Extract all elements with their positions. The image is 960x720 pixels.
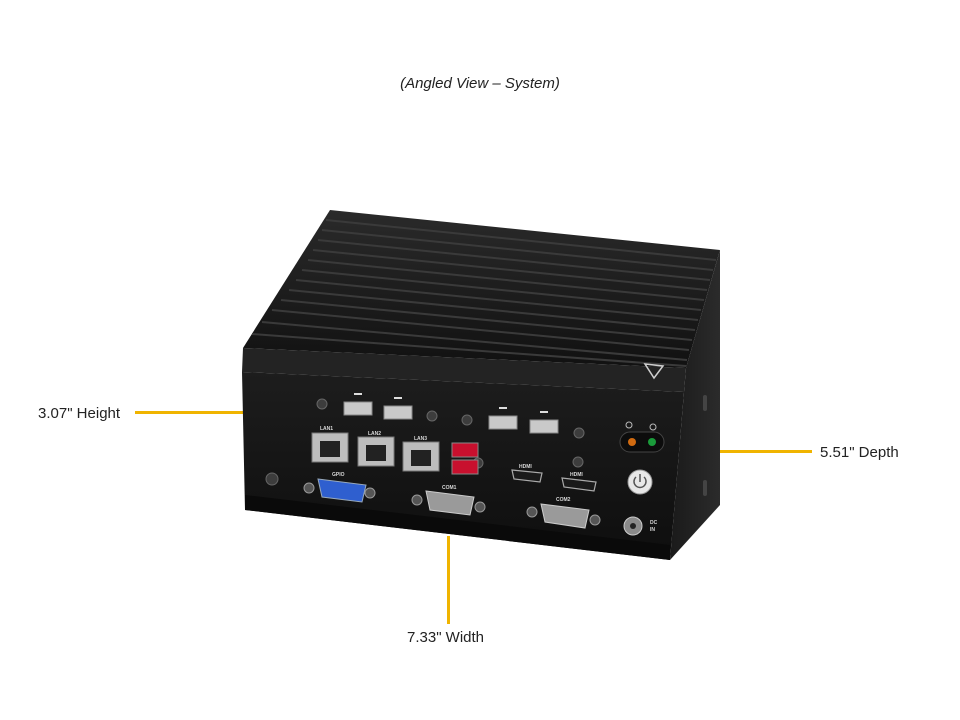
heatsink-fins bbox=[251, 219, 717, 367]
gpio-port bbox=[303, 478, 376, 503]
depth-leader-line bbox=[700, 450, 812, 453]
dc-label: DC bbox=[650, 520, 658, 526]
usb-ports bbox=[343, 401, 559, 434]
usb-icon bbox=[354, 393, 548, 413]
hdmi1-label: HDMI bbox=[519, 464, 532, 470]
logo-triangle-icon bbox=[643, 363, 665, 380]
hdd-led-icon bbox=[628, 438, 636, 446]
com1-port bbox=[411, 490, 486, 516]
com2-port bbox=[526, 503, 601, 529]
lan2-label: LAN2 bbox=[368, 431, 381, 437]
hdmi-ports bbox=[511, 469, 597, 492]
lan-ports bbox=[311, 432, 440, 472]
usb3-ports bbox=[451, 442, 479, 475]
height-label: 3.07" Height bbox=[38, 405, 121, 422]
lan1-label: LAN1 bbox=[320, 426, 333, 432]
width-label: 7.33" Width bbox=[407, 629, 485, 646]
chassis-side bbox=[670, 250, 720, 560]
view-caption: (Angled View – System) bbox=[400, 75, 560, 92]
hdmi2-label: HDMI bbox=[570, 472, 583, 478]
gpio-label: GPIO bbox=[332, 472, 345, 478]
power-button-icon bbox=[627, 469, 653, 495]
power-led-icon bbox=[648, 438, 656, 446]
com1-label: COM1 bbox=[442, 485, 457, 491]
status-leds bbox=[619, 421, 665, 453]
com2-label: COM2 bbox=[556, 497, 571, 503]
depth-label: 5.51" Depth bbox=[820, 444, 899, 461]
width-leader-line bbox=[447, 536, 450, 624]
lan3-label: LAN3 bbox=[414, 436, 427, 442]
in-label: IN bbox=[650, 527, 655, 533]
height-leader-line bbox=[135, 411, 243, 414]
front-top-band bbox=[242, 348, 686, 392]
dc-in-port bbox=[623, 516, 643, 536]
